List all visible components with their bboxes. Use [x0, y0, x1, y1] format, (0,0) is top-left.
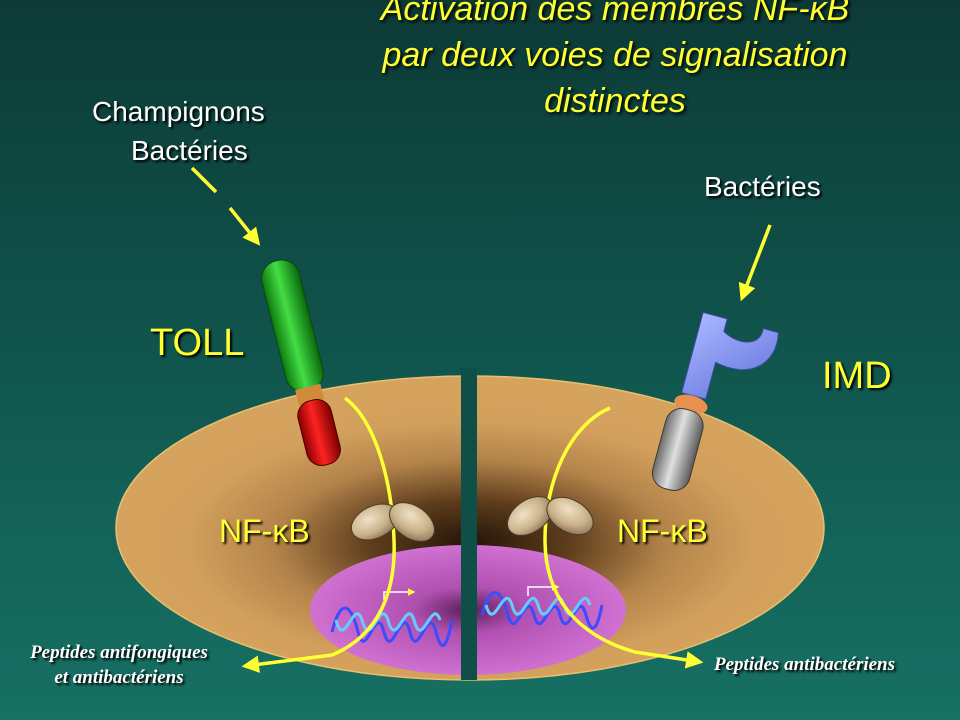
- transcription-arrow-left: [383, 588, 416, 600]
- title-line-1: Activation des membres NF-κB: [380, 0, 850, 28]
- nfkb-dimer-left: [350, 502, 435, 542]
- toll-stimulus-label-bacteria: Bactéries: [131, 135, 248, 166]
- nfkb-label-right: NF-κB: [617, 513, 708, 549]
- transcription-arrow-right: [527, 583, 560, 596]
- output-label-left-line-1: Peptides antifongiques: [30, 642, 208, 663]
- dna-helix-left: [330, 606, 454, 647]
- center-divider: [461, 368, 477, 680]
- toll-stimulus-label-fungi: Champignons: [92, 96, 265, 127]
- output-label-left: Peptides antifongiques et antibactériens: [6, 640, 232, 690]
- toll-signal-path: [241, 396, 396, 673]
- toll-stimulus-arrow: [190, 166, 261, 246]
- nfkb-label-left: NF-κB: [219, 513, 310, 549]
- imd-receptor: [651, 311, 779, 491]
- output-label-right: Peptides antibactériens: [714, 654, 896, 675]
- nfkb-dimer-right: [507, 496, 594, 536]
- imd-label: IMD: [822, 355, 892, 397]
- slide-title: Activation des membres NF-κB par deux vo…: [310, 0, 920, 124]
- toll-receptor: [261, 259, 341, 466]
- output-label-left-line-2: et antibactériens: [54, 667, 184, 688]
- title-line-2: par deux voies de signalisation: [382, 36, 848, 74]
- imd-stimulus-arrow: [738, 224, 772, 302]
- imd-signal-path: [543, 406, 704, 669]
- imd-stimulus-label: Bactéries: [704, 171, 821, 202]
- title-line-3: distinctes: [544, 82, 686, 120]
- toll-label: TOLL: [150, 322, 245, 364]
